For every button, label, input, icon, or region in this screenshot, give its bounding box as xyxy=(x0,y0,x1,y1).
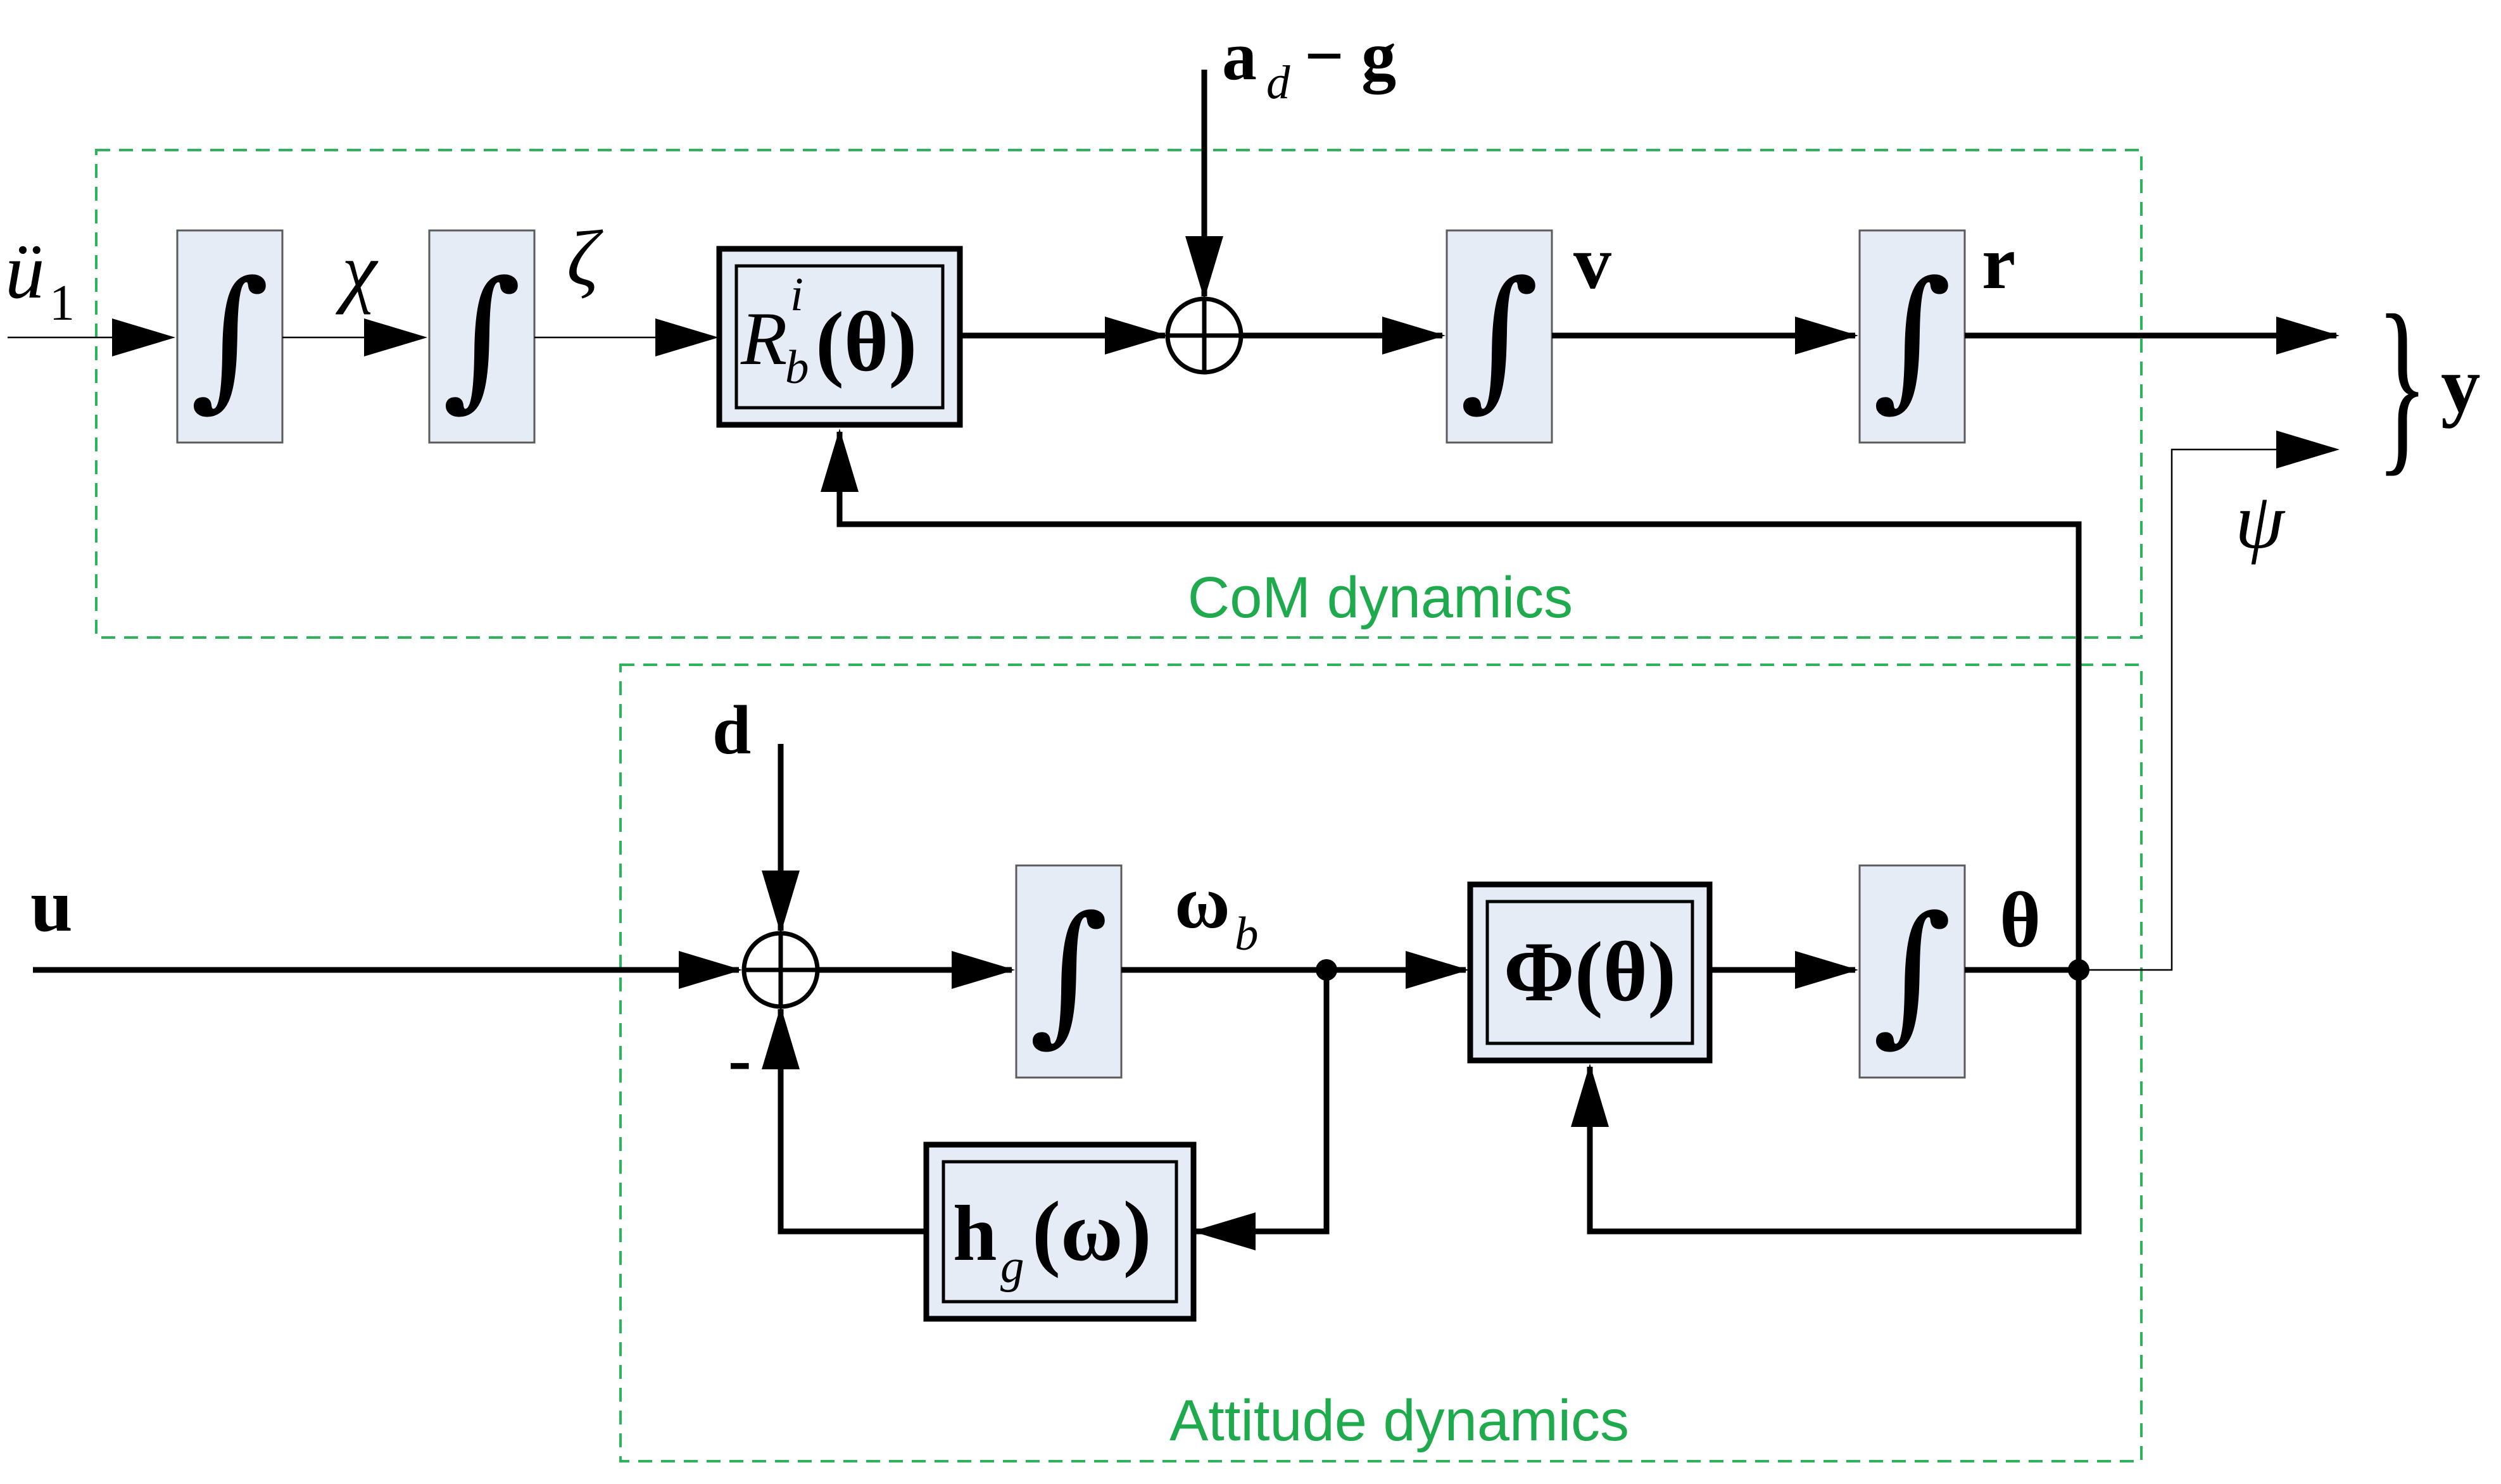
integrator-2-block: ∫ xyxy=(428,229,536,444)
svg-text:R: R xyxy=(740,296,787,380)
output-brace: } xyxy=(2376,275,2428,493)
svg-text:(θ): (θ) xyxy=(816,295,917,389)
bottom-summing-junction xyxy=(741,931,820,1009)
position-label: r xyxy=(1982,220,2015,305)
wire-theta-to-rotation xyxy=(821,429,2082,970)
wire-hg-to-sum xyxy=(762,1006,926,1235)
omega-label: ω b xyxy=(1175,860,1259,960)
integrator-3-block: ∫ xyxy=(1446,229,1553,444)
svg-text:d: d xyxy=(1266,56,1290,109)
svg-text:i: i xyxy=(790,268,803,321)
svg-text:− g: − g xyxy=(1304,17,1396,94)
com-dynamics-region xyxy=(95,149,2143,639)
svg-text:∫: ∫ xyxy=(442,248,521,425)
minus-sign: - xyxy=(728,1021,752,1098)
accel-input-label: a d − g xyxy=(1222,17,1396,109)
wire-psi-output xyxy=(2079,431,2340,971)
gyro-block: h g (ω) xyxy=(923,1141,1197,1322)
svg-text:h: h xyxy=(953,1190,997,1278)
svg-text:ü: ü xyxy=(5,228,45,315)
svg-text:1: 1 xyxy=(49,275,75,331)
psi-label: ψ xyxy=(2235,478,2286,565)
theta-label: θ xyxy=(2000,877,2041,964)
input-u1-label: ü 1 xyxy=(5,228,75,331)
top-summing-junction xyxy=(1165,296,1244,375)
svg-text:Φ(θ): Φ(θ) xyxy=(1504,925,1676,1019)
svg-text:∫: ∫ xyxy=(1029,883,1108,1060)
integrator-6-block: ∫ xyxy=(1858,864,1966,1079)
wire-theta-to-phi xyxy=(1571,970,2082,1235)
svg-text:∫: ∫ xyxy=(1872,248,1951,425)
wire-omega-to-hg xyxy=(1192,970,1330,1250)
chi-label: χ xyxy=(335,228,379,315)
attitude-dynamics-region xyxy=(619,663,2143,1462)
svg-text:a: a xyxy=(1222,17,1257,94)
attitude-dynamics-label: Attitude dynamics xyxy=(1169,1388,1629,1453)
rotation-matrix-block: R b i (θ) xyxy=(716,246,963,428)
com-dynamics-label: CoM dynamics xyxy=(1188,565,1573,630)
output-y-label: y xyxy=(2441,342,2481,429)
integrator-5-block: ∫ xyxy=(1015,864,1123,1079)
svg-text:∫: ∫ xyxy=(190,248,269,425)
svg-text:∫: ∫ xyxy=(1459,248,1539,425)
svg-text:b: b xyxy=(1235,908,1259,960)
integrator-4-block: ∫ xyxy=(1858,229,1966,444)
zeta-label: ζ xyxy=(567,215,603,303)
phi-block: Φ(θ) xyxy=(1467,881,1713,1064)
svg-text:(ω): (ω) xyxy=(1032,1185,1152,1279)
svg-text:∫: ∫ xyxy=(1872,883,1951,1060)
disturbance-label: d xyxy=(712,691,751,769)
svg-text:ω: ω xyxy=(1175,860,1230,944)
svg-text:b: b xyxy=(785,341,809,394)
velocity-label: v xyxy=(1573,220,1611,305)
integrator-1-block: ∫ xyxy=(176,229,284,444)
svg-text:g: g xyxy=(1000,1240,1024,1293)
input-u-label: u xyxy=(30,863,73,947)
